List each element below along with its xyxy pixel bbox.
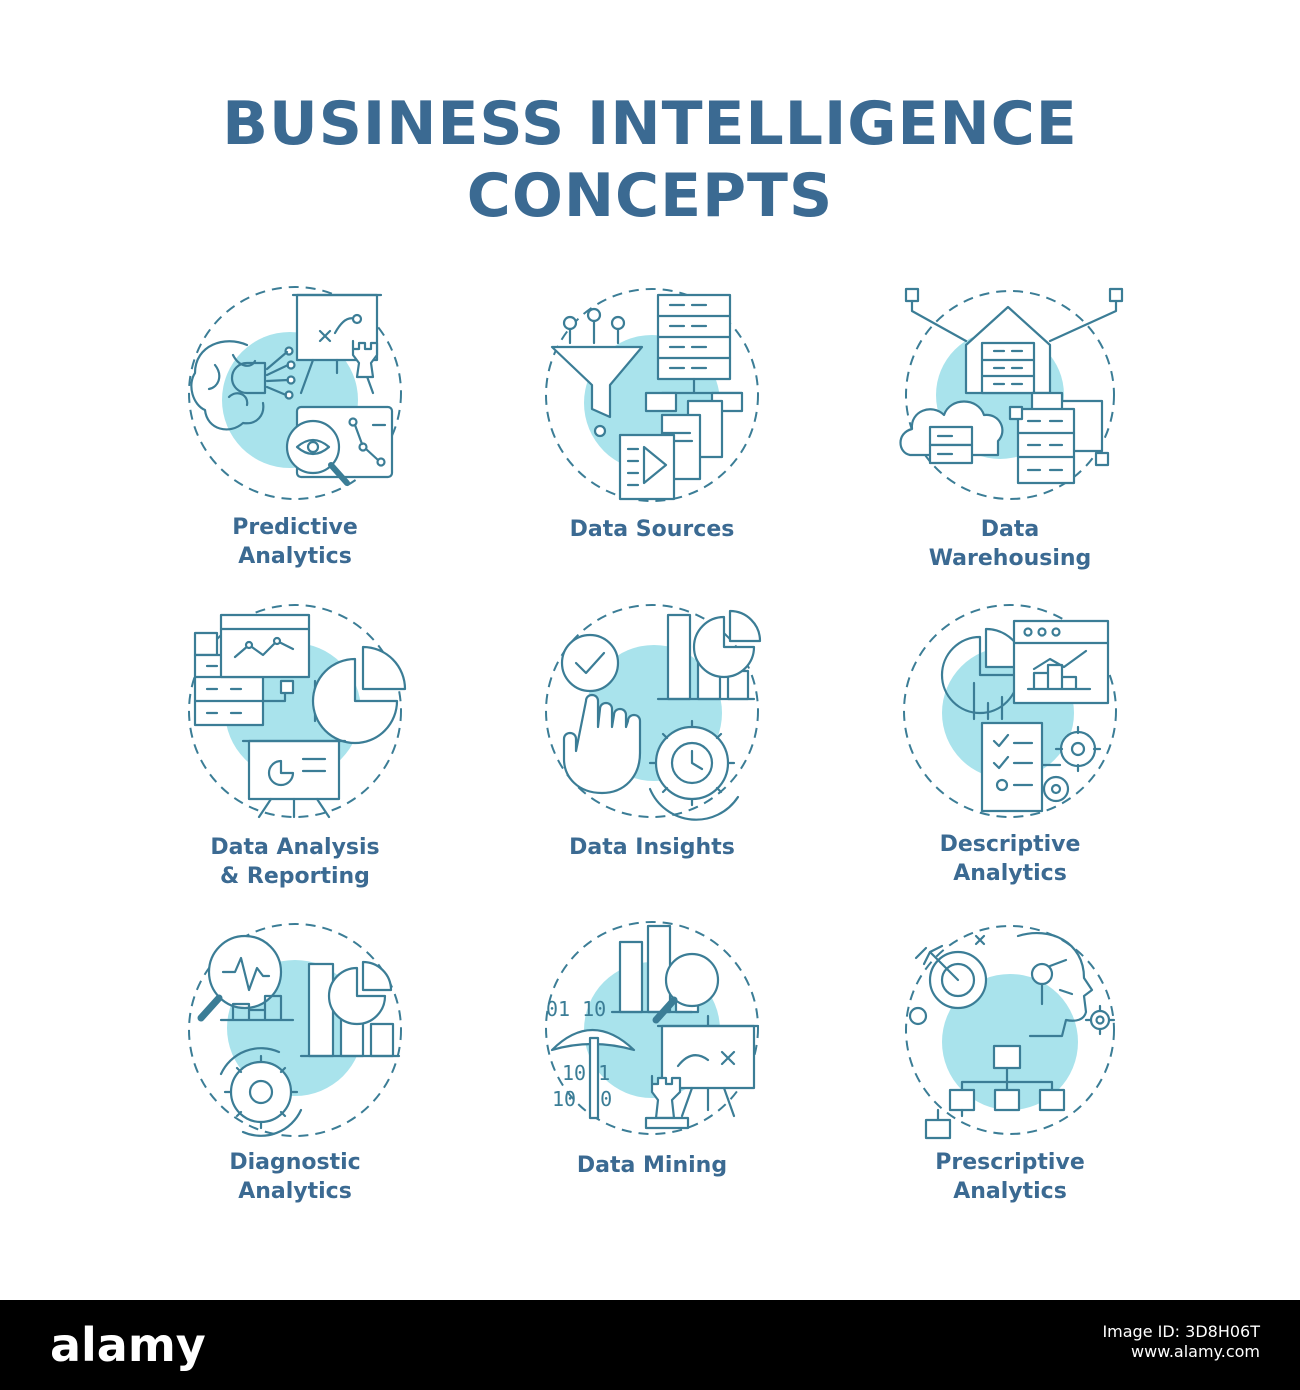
concept-label: Data Insights	[569, 835, 735, 860]
concept-label: Data Mining	[576, 1153, 728, 1178]
data-analysis-reporting-icon	[188, 604, 407, 819]
concept-label: Data Analysis & Reporting	[210, 835, 380, 889]
concept-label: Data Warehousing	[928, 517, 1092, 571]
concept-label: Data Sources	[569, 517, 735, 542]
concept-prescriptive-analytics: Prescriptive Analytics	[830, 920, 1190, 1240]
concept-diagnostic-analytics: Diagnostic Analytics	[115, 920, 475, 1240]
descriptive-analytics-icon	[903, 604, 1117, 818]
page-title-line1: BUSINESS INTELLIGENCE	[222, 89, 1078, 159]
concept-label: Predictive Analytics	[232, 515, 358, 569]
data-insights-icon	[545, 604, 762, 821]
binary-text: 01 10	[546, 997, 606, 1021]
concept-data-mining: 01 10 10 1 10 10 Data Mining	[472, 920, 832, 1240]
image-id: Image ID: 3D8H06T www.alamy.com	[1102, 1322, 1260, 1361]
predictive-analytics-icon	[188, 286, 402, 500]
prescriptive-analytics-icon	[905, 925, 1116, 1140]
page-title-line2: CONCEPTS	[466, 161, 834, 231]
data-mining-icon: 01 10 10 1 10 10	[545, 921, 760, 1135]
concept-predictive-analytics: Predictive Analytics	[115, 285, 475, 605]
diagnostic-analytics-icon	[188, 923, 402, 1137]
page-title: BUSINESS INTELLIGENCE CONCEPTS	[0, 88, 1300, 232]
data-sources-icon	[545, 288, 759, 502]
alamy-logo: alamy	[50, 1318, 206, 1372]
data-warehousing-icon	[899, 287, 1124, 500]
concept-label: Descriptive Analytics	[939, 832, 1081, 886]
concept-label: Diagnostic Analytics	[229, 1150, 361, 1204]
binary-text: 10 10	[552, 1087, 612, 1111]
concept-label: Prescriptive Analytics	[935, 1150, 1085, 1204]
concept-data-sources: Data Sources	[472, 285, 832, 605]
binary-text: 10 1	[562, 1061, 610, 1085]
concept-data-analysis-reporting: Data Analysis & Reporting	[115, 603, 475, 923]
stock-footer-bar: alamy Image ID: 3D8H06T www.alamy.com	[0, 1300, 1300, 1390]
concept-data-warehousing: Data Warehousing	[830, 285, 1190, 605]
concept-data-insights: Data Insights	[472, 603, 832, 923]
concept-descriptive-analytics: Descriptive Analytics	[830, 603, 1190, 923]
